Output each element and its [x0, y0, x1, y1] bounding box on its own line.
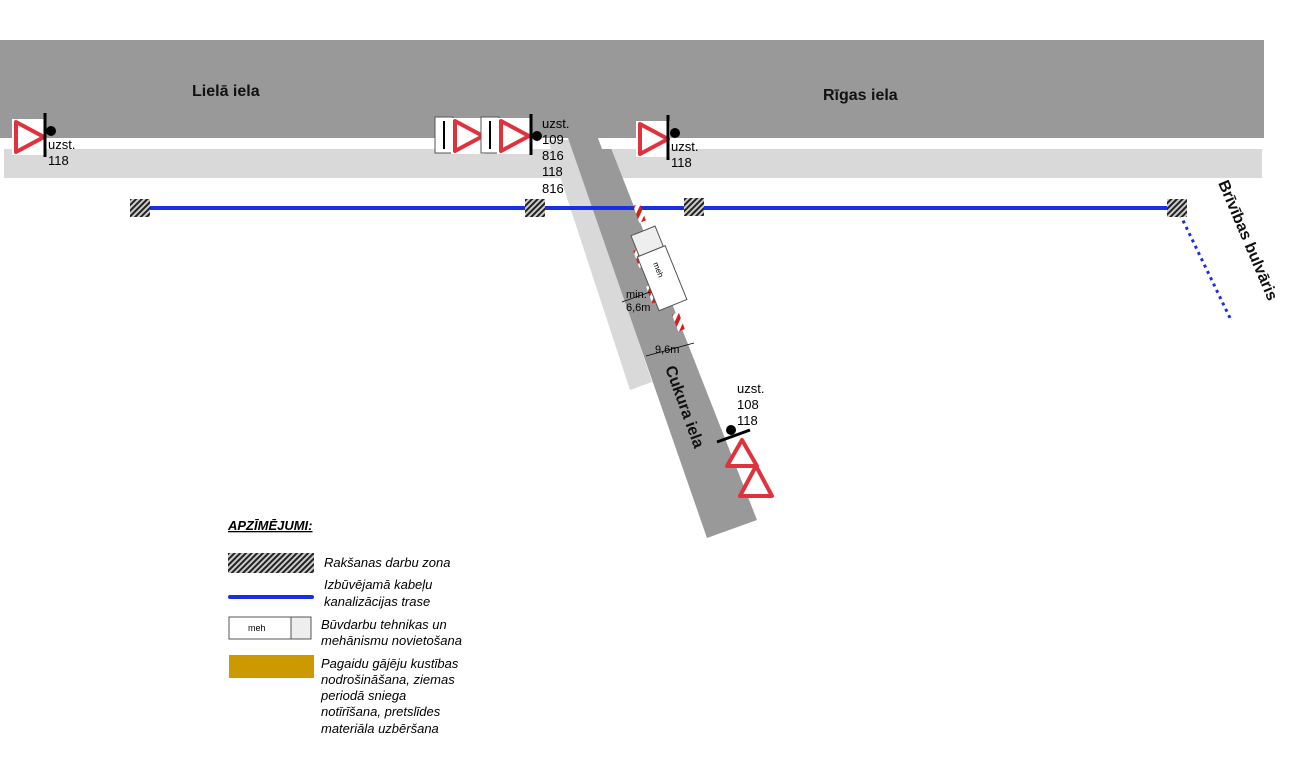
excavation-zone	[684, 198, 704, 216]
svg-text:uzst.: uzst.	[671, 139, 698, 154]
svg-text:6,6m: 6,6m	[626, 302, 650, 314]
main-road	[0, 40, 1264, 138]
svg-text:uzst.: uzst.	[48, 137, 75, 152]
svg-text:816: 816	[542, 148, 564, 163]
svg-text:Būvdarbu tehnikas un: Būvdarbu tehnikas un	[321, 617, 447, 632]
svg-text:periodā sniega: periodā sniega	[320, 688, 406, 703]
svg-text:nodrošināšana, ziemas: nodrošināšana, ziemas	[321, 672, 455, 687]
street-label-liela: Lielā iela	[192, 83, 260, 100]
svg-text:9,6m: 9,6m	[655, 344, 679, 356]
street-label-rigas: Rīgas iela	[823, 87, 898, 104]
legend-title: APZĪMĒJUMI:	[227, 518, 313, 533]
sign-group-left: uzst. 118	[10, 113, 75, 168]
svg-text:118: 118	[48, 153, 69, 168]
svg-text:109: 109	[542, 132, 564, 147]
cukura-sidewalk	[548, 140, 652, 390]
excavation-zone	[525, 199, 545, 217]
cable-route-planned	[1175, 207, 1232, 319]
svg-text:meh: meh	[248, 623, 266, 633]
svg-text:Rakšanas darbu zona: Rakšanas darbu zona	[324, 555, 450, 570]
sidewalk	[4, 149, 1262, 178]
vehicle: meh	[630, 225, 688, 312]
svg-text:108: 108	[737, 397, 759, 412]
dimension-width: 9,6m	[645, 342, 695, 357]
svg-text:118: 118	[671, 155, 692, 170]
svg-text:min.: min.	[626, 289, 647, 301]
svg-text:uzst.: uzst.	[542, 116, 569, 131]
svg-text:uzst.: uzst.	[737, 381, 764, 396]
cukura-road	[560, 115, 757, 538]
sign-group-cukura: uzst. 108 118	[716, 381, 774, 498]
dimension-min: min. 6,6m	[621, 289, 650, 314]
svg-text:mehānismu novietošana: mehānismu novietošana	[321, 633, 462, 648]
svg-text:notīrīšana, pretslīdes: notīrīšana, pretslīdes	[321, 704, 441, 719]
svg-text:118: 118	[737, 413, 758, 428]
svg-text:Pagaidu gājēju kustības: Pagaidu gājēju kustības	[321, 656, 459, 671]
svg-text:Izbūvējamā kabeļu: Izbūvējamā kabeļu	[324, 577, 432, 592]
sidewalk-cut	[598, 138, 640, 149]
svg-text:kanalizācijas trase: kanalizācijas trase	[324, 594, 430, 609]
sign-group-middle: uzst. 109 816 118 816	[434, 114, 569, 196]
sign-group-right: uzst. 118	[634, 115, 698, 170]
street-label-brivibas: Brīvības bulvāris	[1214, 178, 1280, 303]
legend: APZĪMĒJUMI: Rakšanas darbu zona Izbūvēja…	[227, 518, 462, 736]
excavation-zone	[1167, 199, 1187, 217]
svg-text:118: 118	[542, 164, 563, 179]
svg-text:materiāla uzbēršana: materiāla uzbēršana	[321, 721, 439, 736]
excavation-zone	[130, 199, 150, 217]
svg-text:816: 816	[542, 181, 564, 196]
